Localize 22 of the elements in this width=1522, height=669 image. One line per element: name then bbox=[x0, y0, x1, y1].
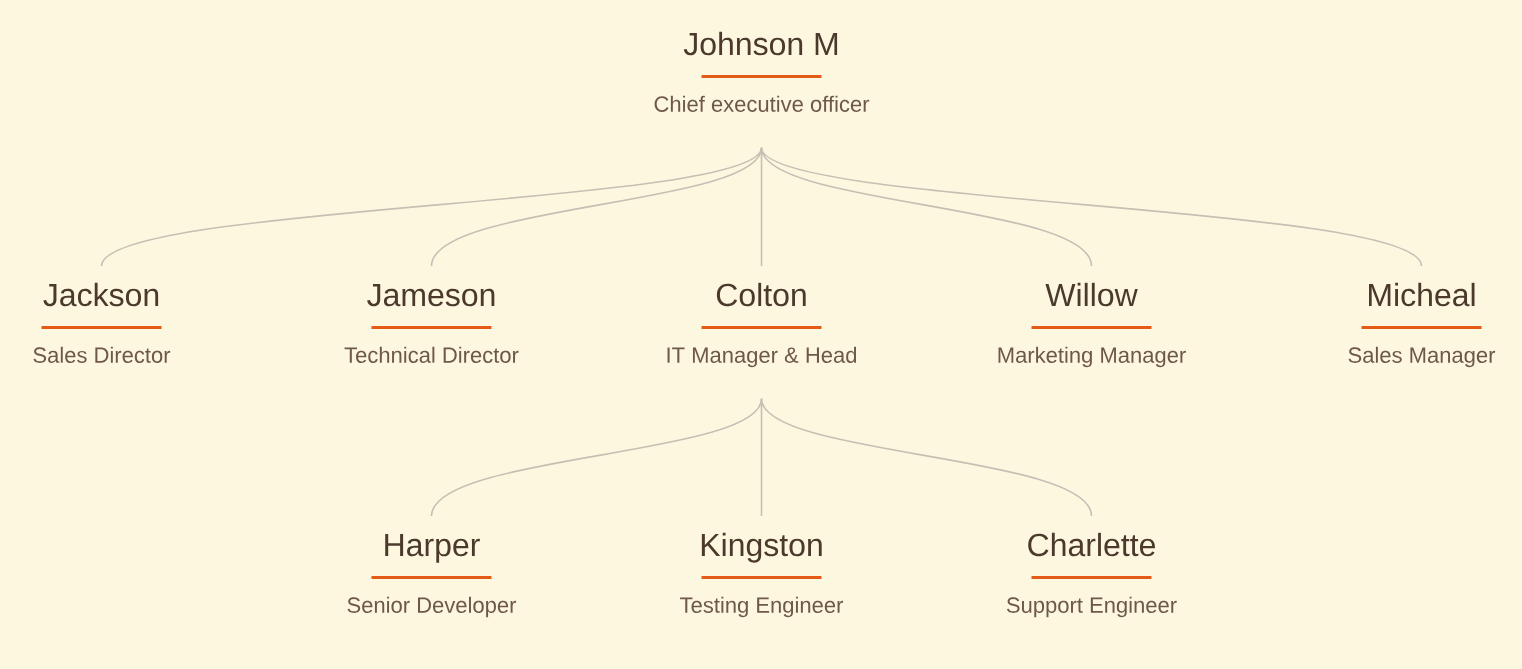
job-title: IT Manager & Head bbox=[667, 346, 857, 368]
job-title: Sales Director bbox=[33, 346, 171, 363]
person-name: Jameson bbox=[367, 284, 495, 307]
person-name: Colton bbox=[716, 282, 806, 307]
person-name: Johnson M bbox=[683, 31, 838, 56]
person-name: Kingston bbox=[701, 532, 822, 563]
job-title: Marketing Manager bbox=[998, 346, 1186, 368]
job-title: Testing Engineer bbox=[680, 596, 844, 618]
person-name: Charlette bbox=[1028, 532, 1155, 557]
connector-line bbox=[760, 397, 1093, 517]
job-title: Chief executive officer bbox=[654, 95, 870, 112]
person-name: Willow bbox=[1045, 282, 1138, 307]
person-name: Micheal bbox=[1369, 282, 1475, 307]
job-title: Sales Manager bbox=[1348, 346, 1496, 368]
job-title: Senior Developer bbox=[347, 596, 517, 618]
connector-line bbox=[430, 146, 763, 267]
connector-line bbox=[430, 397, 763, 517]
job-title: Support Engineer bbox=[1006, 596, 1177, 618]
person-name: Jackson bbox=[43, 282, 159, 307]
person-name: Harper bbox=[385, 534, 480, 563]
job-title: Technical Director bbox=[344, 346, 519, 363]
connector-line bbox=[760, 146, 1423, 267]
